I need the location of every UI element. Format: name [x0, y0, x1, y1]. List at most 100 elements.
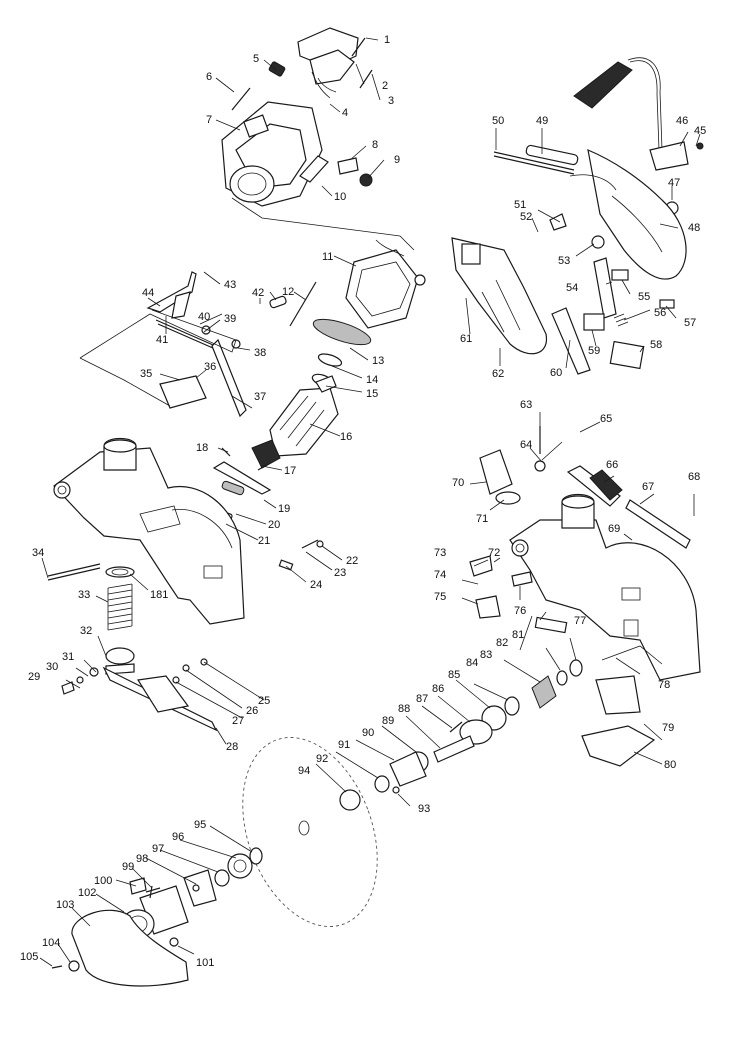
handle-half-left: [451, 237, 548, 355]
callout-32: 32: [80, 625, 92, 637]
callout-102: 102: [78, 887, 96, 899]
field-coil: [345, 239, 426, 329]
callout-71: 71: [476, 513, 488, 525]
callout-10: 10: [334, 191, 346, 203]
callout-26: 26: [246, 705, 258, 717]
callout-59: 59: [588, 345, 600, 357]
callout-51: 51: [514, 199, 526, 211]
callout-95: 95: [194, 819, 206, 831]
callout-88: 88: [398, 703, 410, 715]
callout-54: 54: [566, 282, 578, 294]
callout-100: 100: [94, 875, 112, 887]
plate-80: [581, 725, 656, 767]
plate-35: [159, 375, 207, 409]
callout-103: 103: [56, 899, 74, 911]
callout-92: 92: [316, 753, 328, 765]
callout-28: 28: [226, 741, 238, 753]
lever-37: [211, 338, 247, 418]
saw-blade: [242, 737, 378, 927]
callout-35: 35: [140, 368, 152, 380]
callout-52: 52: [520, 211, 532, 223]
callout-17: 17: [284, 465, 296, 477]
rod-50: [493, 151, 575, 171]
light-assembly: [573, 57, 704, 215]
callout-82: 82: [496, 637, 508, 649]
callout-25: 25: [258, 695, 270, 707]
callout-36: 36: [204, 361, 216, 373]
spring-33: [107, 583, 133, 631]
callout-104: 104: [42, 937, 60, 949]
callout-41: 41: [156, 334, 168, 346]
callout-83: 83: [480, 649, 492, 661]
callout-39: 39: [224, 313, 236, 325]
callout-181: 181: [150, 589, 168, 601]
armature: [251, 375, 339, 471]
callout-14: 14: [366, 374, 378, 386]
callout-3: 3: [388, 95, 394, 107]
callout-94: 94: [298, 765, 310, 777]
callout-56: 56: [654, 307, 666, 319]
callout-65: 65: [600, 413, 612, 425]
callout-73: 73: [434, 547, 446, 559]
housing-leader: [231, 197, 415, 251]
callout-72: 72: [488, 547, 500, 559]
callout-37: 37: [254, 391, 266, 403]
callout-84: 84: [466, 657, 478, 669]
saw-body-left: [53, 437, 245, 625]
through-bolt: [289, 281, 317, 327]
callout-labels: 1 2 3 4 5 6 7 8 9 10 11 12 13 14 15 16 1…: [20, 34, 706, 969]
saw-body-right: [509, 493, 701, 681]
bracket-44: [146, 271, 197, 319]
callout-44: 44: [142, 287, 154, 299]
callout-12: 12: [282, 286, 294, 298]
callout-85: 85: [448, 669, 460, 681]
callout-15: 15: [366, 388, 378, 400]
callout-81: 81: [512, 629, 524, 641]
callout-91: 91: [338, 739, 350, 751]
callout-29: 29: [28, 671, 40, 683]
callout-21: 21: [258, 535, 270, 547]
callout-34: 34: [32, 547, 44, 559]
callout-66: 66: [606, 459, 618, 471]
callout-63: 63: [520, 399, 532, 411]
callout-90: 90: [362, 727, 374, 739]
callout-58: 58: [650, 339, 662, 351]
callout-4: 4: [342, 107, 348, 119]
callout-24: 24: [310, 579, 322, 591]
callout-70: 70: [452, 477, 464, 489]
callout-19: 19: [278, 503, 290, 515]
callout-97: 97: [152, 843, 164, 855]
callout-57: 57: [684, 317, 696, 329]
callout-50: 50: [492, 115, 504, 127]
callout-2: 2: [382, 80, 388, 92]
callout-48: 48: [688, 222, 700, 234]
callout-61: 61: [460, 333, 472, 345]
callout-75: 75: [434, 591, 446, 603]
motor-housing: [221, 101, 373, 207]
callout-38: 38: [254, 347, 266, 359]
callout-87: 87: [416, 693, 428, 705]
leader-lines: [39, 37, 701, 967]
callout-80: 80: [664, 759, 676, 771]
callout-98: 98: [136, 853, 148, 865]
callout-99: 99: [122, 861, 134, 873]
callout-53: 53: [558, 255, 570, 267]
callout-55: 55: [638, 291, 650, 303]
callout-47: 47: [668, 177, 680, 189]
callout-93: 93: [418, 803, 430, 815]
callout-13: 13: [372, 355, 384, 367]
callout-33: 33: [78, 589, 90, 601]
callout-68: 68: [688, 471, 700, 483]
callout-67: 67: [642, 481, 654, 493]
callout-45: 45: [694, 125, 706, 137]
shaft-34: [47, 563, 101, 577]
callout-18: 18: [196, 442, 208, 454]
callout-77: 77: [574, 615, 586, 627]
callout-16: 16: [340, 431, 352, 443]
callout-31: 31: [62, 651, 74, 663]
callout-7: 7: [206, 114, 212, 126]
handle-half-right: [569, 149, 687, 280]
callout-22: 22: [346, 555, 358, 567]
callout-9: 9: [394, 154, 400, 166]
